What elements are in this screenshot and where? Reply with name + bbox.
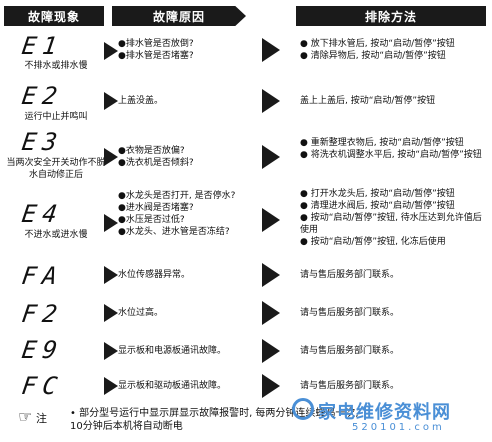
cause-list: 上盖没盖。 — [118, 95, 268, 107]
solution-item: ● 放下排水管后, 按动“启动/暂停”按钮 — [300, 39, 455, 49]
solution-item: 请与售后服务部门联系。 — [300, 381, 400, 391]
cause-pointer-icon — [104, 148, 118, 166]
solution-list: 请与售后服务部门联系。 — [300, 269, 490, 281]
fault-code: FC — [20, 372, 65, 400]
solution-list: 请与售后服务部门联系。 — [300, 380, 490, 392]
cause-pointer-icon — [104, 342, 118, 360]
cause-pointer-icon — [104, 266, 118, 284]
cause-item: 显示板和电源板通讯故障。 — [118, 346, 227, 356]
solution-item: 盖上上盖后, 按动“启动/暂停”按钮 — [300, 96, 436, 106]
fault-code: E9 — [20, 336, 65, 364]
fault-description: 不进水或进水慢 — [24, 230, 88, 240]
cause-list: 水位过高。 — [118, 307, 268, 319]
solution-list: ● 重新整理衣物后, 按动“启动/暂停”按钮 ● 将洗衣机调整水平后, 按动“启… — [300, 137, 490, 161]
fault-code: E4 — [20, 200, 65, 228]
fault-description: 运行中止并鸣叫 — [24, 112, 88, 122]
cause-pointer-icon — [104, 92, 118, 110]
solution-list: ● 放下排水管后, 按动“启动/暂停”按钮 ● 清除异物后, 按动“启动/暂停”… — [300, 38, 490, 62]
solution-list: 请与售后服务部门联系。 — [300, 345, 490, 357]
fault-description: 当两次安全开关动作不脱水自动修正后 — [6, 158, 106, 180]
watermark-logo-icon — [292, 398, 314, 420]
header-solution: 排除方法 — [296, 6, 486, 26]
cause-list: ●水龙头是否打开, 是否停水? ●进水阀是否堵塞? ●水压是否过低? ●水龙头、… — [118, 190, 268, 238]
fault-code: E2 — [20, 82, 65, 110]
note-text: • 部分型号运行中显示屏显示故障报警时, 每两分钟连续蜂鸣一次, 10分钟后本机… — [70, 408, 359, 432]
header-phenomenon: 故障现象 — [4, 6, 104, 26]
fault-description: 不排水或排水慢 — [24, 61, 88, 71]
note-pencil-icon: ☞ — [18, 407, 33, 426]
solution-item: ● 将洗衣机调整水平后, 按动“启动/暂停”按钮 — [300, 150, 482, 160]
cause-list: 显示板和驱动板通讯故障。 — [118, 380, 268, 392]
solution-item: ● 清理进水阀后, 按动“启动/暂停”按钮 — [300, 201, 455, 211]
arrow-right-icon — [262, 374, 280, 398]
solution-item: ● 按动“启动/暂停”按钮, 化冻后使用 — [300, 237, 446, 247]
solution-item: 请与售后服务部门联系。 — [300, 308, 400, 318]
fault-code: E3 — [20, 128, 65, 156]
solution-item: ● 清除异物后, 按动“启动/暂停”按钮 — [300, 51, 446, 61]
cause-pointer-icon — [104, 42, 118, 60]
arrow-right-icon — [262, 145, 280, 169]
cause-pointer-icon — [104, 377, 118, 395]
cause-item: 水位传感器异常。 — [118, 270, 191, 280]
watermark-url: 520101.com — [352, 422, 445, 433]
arrow-right-icon — [262, 208, 280, 232]
watermark-text: 家电维修资料网 — [318, 402, 451, 423]
arrow-right-icon — [262, 339, 280, 363]
cause-pointer-icon — [104, 304, 118, 322]
arrow-right-icon — [262, 263, 280, 287]
arrow-right-icon — [262, 301, 280, 325]
arrow-right-icon — [262, 38, 280, 62]
fault-code: E1 — [20, 32, 65, 60]
header-cause: 故障原因 — [112, 6, 246, 26]
cause-item: ●排水管是否放倒? — [118, 39, 194, 49]
cause-list: ●衣物是否放偏? ●洗衣机是否倾斜? — [118, 145, 268, 169]
cause-item: ●水龙头、进水管是否冻结? — [118, 227, 230, 237]
cause-item: ●排水管是否堵塞? — [118, 51, 194, 61]
solution-item: ● 按动“启动/暂停”按钮, 待水压达到允许值后使用 — [300, 213, 482, 235]
cause-list: 显示板和电源板通讯故障。 — [118, 345, 268, 357]
fault-code: FA — [20, 262, 65, 290]
cause-item: ●水压是否过低? — [118, 215, 185, 225]
solution-item: ● 打开水龙头后, 按动“启动/暂停”按钮 — [300, 189, 455, 199]
cause-list: 水位传感器异常。 — [118, 269, 268, 281]
cause-list: ●排水管是否放倒? ●排水管是否堵塞? — [118, 38, 268, 62]
solution-item: ● 重新整理衣物后, 按动“启动/暂停”按钮 — [300, 138, 464, 148]
cause-item: ●水龙头是否打开, 是否停水? — [118, 191, 236, 201]
solution-item: 请与售后服务部门联系。 — [300, 270, 400, 280]
solution-list: 盖上上盖后, 按动“启动/暂停”按钮 — [300, 95, 490, 107]
cause-pointer-icon — [104, 214, 118, 232]
cause-item: 显示板和驱动板通讯故障。 — [118, 381, 227, 391]
cause-item: ●衣物是否放偏? — [118, 146, 185, 156]
fault-code: F2 — [20, 300, 65, 328]
arrow-right-icon — [262, 89, 280, 113]
cause-item: 水位过高。 — [118, 308, 164, 318]
note-label: 注 — [36, 412, 47, 425]
solution-list: ● 打开水龙头后, 按动“启动/暂停”按钮 ● 清理进水阀后, 按动“启动/暂停… — [300, 188, 490, 248]
solution-list: 请与售后服务部门联系。 — [300, 307, 490, 319]
cause-item: 上盖没盖。 — [118, 96, 164, 106]
solution-item: 请与售后服务部门联系。 — [300, 346, 400, 356]
cause-item: ●洗衣机是否倾斜? — [118, 158, 194, 168]
cause-item: ●进水阀是否堵塞? — [118, 203, 194, 213]
